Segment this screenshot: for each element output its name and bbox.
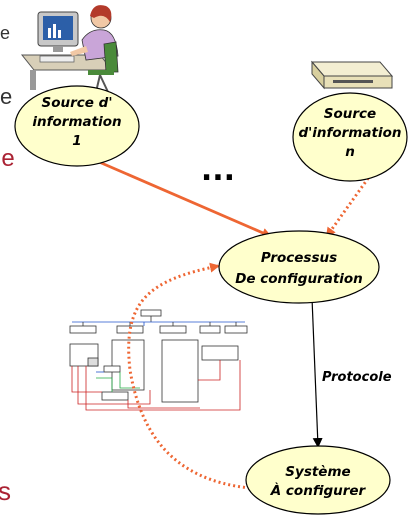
cropped-text-top: e <box>0 23 11 43</box>
edge-label-protocole: Protocole <box>322 370 392 385</box>
node-source-n: Source d'information n <box>292 92 408 182</box>
node-systeme-line-2: À configurer <box>270 482 367 499</box>
node-source-1-line-1: Source d' <box>42 95 113 111</box>
cropped-text-second: e <box>0 84 13 109</box>
cropped-text-third: le <box>0 145 15 172</box>
ellipsis-label: ... <box>201 153 235 188</box>
system-block-diagram-icon <box>69 309 248 411</box>
node-systeme: Système À configurer <box>245 445 391 515</box>
node-processus-line-1: Processus <box>261 250 337 266</box>
node-source-n-line-2: d'information <box>299 125 402 141</box>
node-processus-line-2: De configuration <box>235 271 363 287</box>
node-systeme-line-1: Système <box>285 464 350 480</box>
node-source-n-line-1: Source <box>324 106 376 122</box>
node-source-1: Source d' information 1 <box>14 85 140 167</box>
arrow-source1-to-processus <box>75 150 272 238</box>
node-source-n-line-3: n <box>345 144 355 160</box>
node-source-1-line-2: information <box>32 114 121 130</box>
node-source-1-line-3: 1 <box>72 133 81 149</box>
cropped-text-bottom: s <box>0 476 11 506</box>
disk-drive-icon <box>310 60 394 90</box>
person-at-computer-icon <box>20 5 119 93</box>
arrow-processus-to-systeme <box>311 297 323 448</box>
node-processus: Processus De configuration <box>218 230 380 304</box>
arrow-sourcen-to-processus <box>325 169 376 238</box>
